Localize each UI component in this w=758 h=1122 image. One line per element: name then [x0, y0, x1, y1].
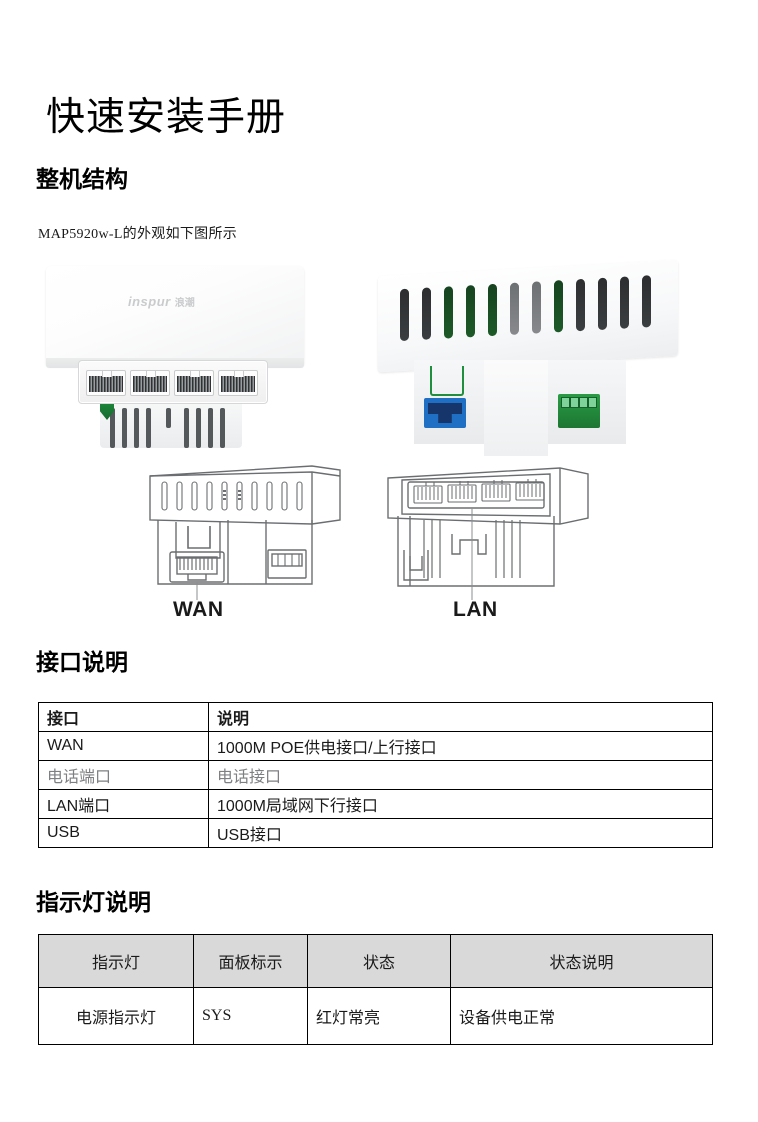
line-drawing-svg: [149, 465, 589, 600]
col-header-port: 接口: [38, 702, 209, 732]
col-header-desc: 说明: [208, 702, 713, 732]
table-row: 电话端口 电话接口: [38, 760, 713, 790]
cell-state: 红灯常亮: [307, 987, 451, 1045]
cell-port: 电话端口: [38, 760, 209, 790]
device-photo-back-view: [378, 259, 698, 456]
cell-led: 电源指示灯: [38, 987, 194, 1045]
cell-desc: USB接口: [208, 818, 713, 848]
wan-port-blue: [424, 398, 466, 428]
heading-interface: 接口说明: [36, 649, 128, 675]
heading-led: 指示灯说明: [36, 889, 151, 915]
table-row: LAN端口 1000M局域网下行接口: [38, 789, 713, 819]
table-header-row: 指示灯 面板标示 状态 状态说明: [38, 934, 713, 988]
device-back-center: [484, 360, 548, 456]
brand-text-cn: 浪潮: [174, 298, 195, 309]
col-header-state-desc: 状态说明: [450, 934, 713, 988]
table-row: USB USB接口: [38, 818, 713, 848]
lan-port-bar: [78, 360, 268, 404]
green-terminal-block: [558, 394, 600, 428]
structure-body-text: MAP5920w-L的外观如下图所示: [38, 227, 238, 242]
page-title: 快速安装手册: [46, 96, 287, 139]
label-lan: LAN: [453, 598, 498, 621]
cell-port: USB: [38, 818, 209, 848]
cell-panel: SYS: [193, 987, 308, 1045]
device-vent-panel: [378, 259, 678, 373]
table-row: WAN 1000M POE供电接口/上行接口: [38, 731, 713, 761]
cell-desc: 1000M局域网下行接口: [208, 789, 713, 819]
device-underside: [100, 400, 242, 448]
device-line-drawing-figure: WAN LAN: [140, 458, 630, 638]
cell-state-desc: 设备供电正常: [450, 987, 713, 1045]
interface-table: 接口 说明 WAN 1000M POE供电接口/上行接口 电话端口 电话接口 L…: [38, 702, 713, 848]
green-bracket-icon: [430, 366, 464, 396]
brand-text: inspur: [128, 294, 171, 309]
cell-desc: 电话接口: [208, 760, 713, 790]
cell-port: WAN: [38, 731, 209, 761]
col-header-panel: 面板标示: [193, 934, 308, 988]
cell-desc: 1000M POE供电接口/上行接口: [208, 731, 713, 761]
label-wan: WAN: [173, 598, 224, 621]
table-row: 电源指示灯 SYS 红灯常亮 设备供电正常: [38, 987, 713, 1045]
led-table: 指示灯 面板标示 状态 状态说明 电源指示灯 SYS 红灯常亮 设备供电正常: [38, 934, 713, 1045]
table-header-row: 接口 说明: [38, 702, 713, 732]
heading-structure: 整机结构: [36, 166, 128, 192]
cell-port: LAN端口: [38, 789, 209, 819]
col-header-state: 状态: [307, 934, 451, 988]
col-header-led: 指示灯: [38, 934, 194, 988]
